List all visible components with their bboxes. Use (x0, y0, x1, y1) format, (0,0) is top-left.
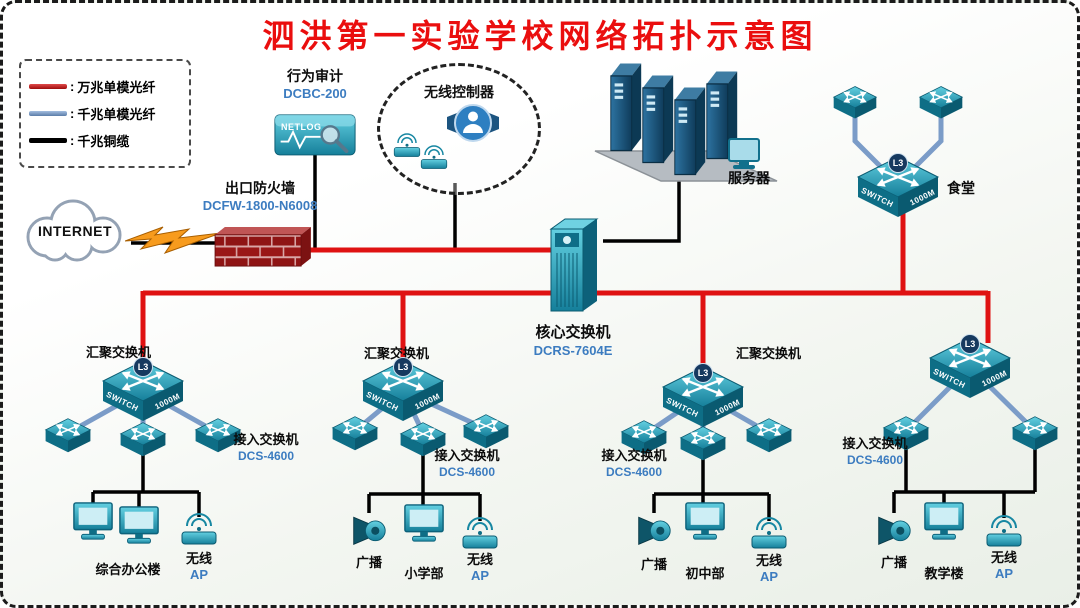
computer-icon-junior (682, 501, 728, 543)
aggregation-switch-3: L3 SWITCH 1000M (661, 363, 745, 429)
legend-line-10g-fiber (29, 84, 67, 89)
l3-badge: L3 (888, 153, 908, 173)
wireless-controller-label: 无线控制器 (424, 84, 494, 100)
canteen-switch-2 (918, 85, 964, 120)
speaker-icon-teaching (874, 511, 914, 547)
core-switch-icon (541, 215, 605, 319)
aggregation-label-1: 汇聚交换机 (85, 345, 151, 360)
legend-colon: : (70, 106, 75, 121)
speaker-icon-primary (349, 511, 389, 547)
computer-icon-office-1 (70, 501, 116, 543)
label-primary-school: 小学部 (404, 566, 444, 581)
aggregation-label-3: 汇聚交换机 (735, 346, 801, 361)
aggregation-switch-2: L3 SWITCH 1000M (361, 357, 445, 423)
aggregation-switch-1: L3 SWITCH 1000M (101, 357, 185, 423)
internet-cloud: INTERNET (15, 195, 135, 267)
wlc-ap-icon-1 (392, 133, 422, 159)
server-tower-icon (642, 74, 674, 164)
access-label-g2: 接入交换机 (434, 448, 500, 463)
aggregation-label-2: 汇聚交换机 (363, 346, 429, 361)
legend-item-copper: : 千兆铜缆 (29, 131, 181, 150)
access-model-g3: DCS-4600 (605, 465, 663, 479)
access-label-g3: 接入交换机 (601, 448, 667, 463)
l3-badge: L3 (693, 363, 713, 383)
access-model-g4: DCS-4600 (846, 453, 904, 467)
legend-item-label: 千兆单模光纤 (77, 107, 156, 122)
firewall-icon (213, 225, 311, 268)
access-label-g4: 接入交换机 (842, 436, 908, 451)
server-tower-icon (610, 62, 642, 152)
canteen-switch-1 (832, 85, 878, 120)
label-wireless-office: 无线 (185, 551, 212, 566)
access-label-g1: 接入交换机 (233, 432, 299, 447)
links-copper-1g (91, 153, 1037, 521)
ap-icon-junior (749, 517, 789, 551)
access-switch-g1-1 (44, 417, 92, 454)
label-wireless-primary: 无线 (466, 552, 493, 567)
ap-icon-office (179, 513, 219, 547)
core-switch-name: 核心交换机 (535, 324, 611, 341)
legend-item-1g-fiber: : 千兆单模光纤 (29, 104, 181, 123)
servers-label: 服务器 (728, 170, 770, 186)
legend-item-label: 万兆单模光纤 (77, 80, 156, 95)
access-model-g2: DCS-4600 (438, 465, 496, 479)
lightning-icon (124, 223, 222, 257)
aggregation-switch-4: L3 SWITCH 1000M (928, 334, 1012, 400)
label-wireless-junior: 无线 (755, 553, 782, 568)
core-switch-model: DCRS-7604E (533, 343, 613, 358)
label-teaching-building: 教学楼 (924, 566, 964, 581)
server-farm (581, 55, 786, 195)
diagram-title: 泗洪第一实验学校网络拓扑示意图 (262, 18, 818, 54)
wlc-ap-icon-2 (419, 145, 449, 171)
access-switch-g3-3 (745, 417, 793, 454)
internet-label: INTERNET (38, 223, 112, 239)
label-ap-office: AP (189, 567, 209, 582)
label-junior-school: 初中部 (685, 566, 725, 581)
access-switch-g2-1 (331, 415, 379, 452)
l3-badge: L3 (133, 357, 153, 377)
access-switch-g3-2 (679, 425, 727, 462)
legend-line-1g-fiber (29, 111, 67, 116)
legend-colon: : (70, 133, 75, 148)
computer-icon-office-2 (116, 505, 162, 547)
legend: : 万兆单模光纤 : 千兆单模光纤 : 千兆铜缆 (19, 59, 191, 168)
access-switch-g4-2 (1011, 415, 1059, 452)
label-broadcast-primary: 广播 (355, 555, 382, 570)
canteen-l3-switch: L3 SWITCH 1000M (856, 153, 940, 219)
ap-icon-primary (460, 517, 500, 551)
access-switch-g2-3 (462, 413, 510, 450)
console-monitor-icon (728, 138, 760, 169)
canteen-label: 食堂 (947, 180, 975, 196)
access-model-g1: DCS-4600 (237, 449, 295, 463)
label-ap-primary: AP (470, 568, 490, 583)
firewall-model: DCFW-1800-N6008 (202, 198, 318, 213)
legend-line-copper (29, 138, 67, 143)
admin-user-icon (445, 103, 501, 143)
netlog-device-icon: NETLOG (273, 107, 357, 159)
audit-model: DCBC-200 (283, 86, 347, 101)
label-ap-junior: AP (759, 569, 779, 584)
label-broadcast-junior: 广播 (640, 557, 667, 572)
label-office-building: 综合办公楼 (95, 562, 161, 577)
l3-badge: L3 (960, 334, 980, 354)
label-broadcast-teaching: 广播 (880, 555, 907, 570)
speaker-icon-junior (634, 511, 674, 547)
computer-icon-primary (401, 503, 447, 545)
netlog-device-text: NETLOG (281, 122, 322, 132)
legend-item-10g: : 万兆单模光纤 (29, 77, 181, 96)
label-ap-teaching: AP (994, 566, 1014, 581)
audit-name: 行为审计 (287, 68, 343, 84)
access-switch-g1-2 (119, 421, 167, 458)
server-tower-icon (674, 86, 706, 176)
legend-colon: : (70, 79, 75, 94)
l3-badge: L3 (393, 357, 413, 377)
legend-item-label: 千兆铜缆 (77, 134, 130, 149)
firewall-name: 出口防火墙 (225, 180, 295, 196)
computer-icon-teaching (921, 501, 967, 543)
ap-icon-teaching (984, 515, 1024, 549)
label-wireless-teaching: 无线 (990, 550, 1017, 565)
